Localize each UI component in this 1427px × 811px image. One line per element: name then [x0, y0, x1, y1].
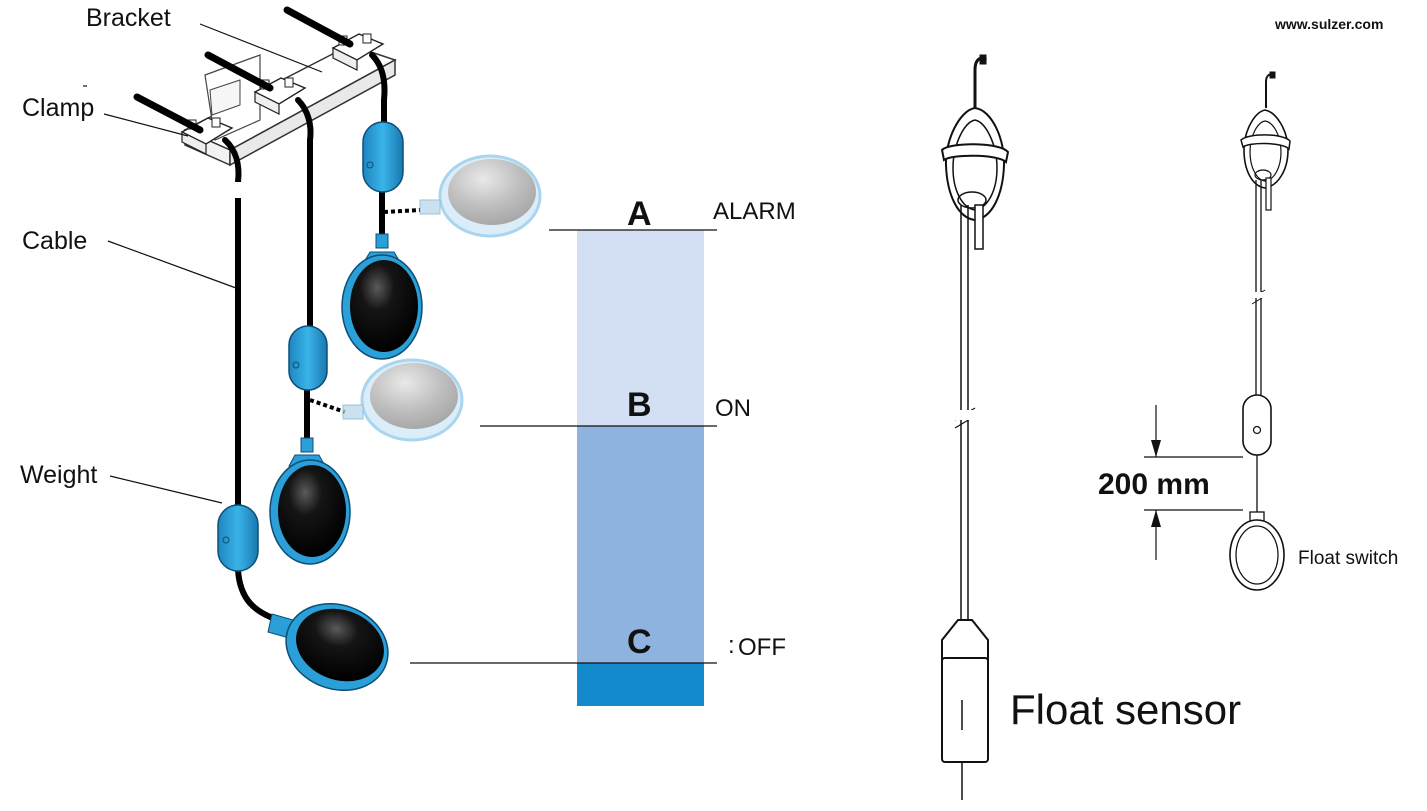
clamp-label: Clamp	[22, 94, 94, 122]
website-url: www.sulzer.com	[1274, 16, 1383, 32]
level-zone-alarm-on	[577, 230, 704, 426]
float-switch-label: Float switch	[1298, 548, 1398, 569]
level-state-off: OFF	[738, 634, 786, 661]
float-sensor	[940, 54, 1010, 800]
level-letter-c: C	[627, 623, 652, 661]
level-zone-off	[577, 663, 704, 706]
float-on-tilted	[342, 358, 464, 442]
float-switch-alarm	[341, 154, 542, 360]
level-state-on: ON	[715, 395, 751, 422]
clamp-2	[253, 77, 307, 115]
level-letter-a: A	[627, 195, 652, 233]
label-leaders	[83, 23, 323, 504]
cable-label: Cable	[22, 227, 87, 255]
float-on-hanging	[269, 437, 351, 565]
float-alarm-tilted	[419, 154, 542, 238]
float-switch-dimension-drawing	[1144, 71, 1291, 591]
float-sensor-label: Float sensor	[1010, 686, 1241, 733]
float-switch-off	[267, 602, 389, 692]
dimension-label: 200 mm	[1098, 468, 1210, 501]
level-zone-on-off	[577, 426, 704, 663]
float-switch-on	[269, 358, 464, 565]
level-letter-b: B	[627, 386, 652, 424]
off-marker-dot: :	[728, 632, 735, 659]
level-state-alarm: ALARM	[713, 198, 796, 225]
bracket-label: Bracket	[86, 4, 171, 32]
level-bar	[410, 229, 717, 706]
bracket-assembly	[133, 6, 542, 692]
weight-3	[362, 121, 404, 193]
float-alarm-hanging	[341, 233, 423, 360]
weight-label: Weight	[20, 461, 97, 489]
weight-2	[288, 325, 328, 391]
weight-1	[217, 504, 259, 572]
cable-break	[230, 182, 246, 198]
